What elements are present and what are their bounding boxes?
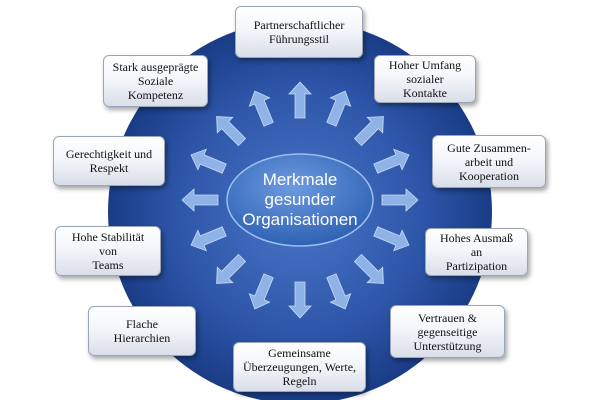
arrow-icon xyxy=(248,273,274,310)
arrow-icon xyxy=(373,148,410,174)
arrow-icon xyxy=(353,253,384,284)
arrow-icon xyxy=(326,90,352,127)
box-gerechtigkeit-respekt: Gerechtigkeit und Respekt xyxy=(53,136,165,186)
arrow-icon xyxy=(216,116,247,147)
arrow-icon xyxy=(326,273,352,310)
box-gemeinsame-ueberzeugungen: Gemeinsame Überzeugungen, Werte, Regeln xyxy=(233,342,366,392)
box-partnerschaftlicher-fuehrungsstil: Partnerschaftlicher Führungsstil xyxy=(235,6,363,58)
box-hohes-ausmass-partizipation: Hohes Ausmaß an Partizipation xyxy=(425,228,528,276)
box-hohe-stabilitaet-teams: Hohe Stabilität von Teams xyxy=(55,226,161,276)
arrow-icon xyxy=(353,116,384,147)
arrow-icon xyxy=(288,281,312,319)
arrow-icon xyxy=(190,148,227,174)
center-ellipse xyxy=(226,153,374,247)
arrow-icon xyxy=(190,226,227,252)
box-soziale-kompetenz: Stark ausgeprägte Soziale Kompetenz xyxy=(103,55,208,107)
arrow-icon xyxy=(216,253,247,284)
arrow-icon xyxy=(373,226,410,252)
box-hoher-umfang-sozialer-kontakte: Hoher Umfang sozialer Kontakte xyxy=(374,55,476,103)
arrow-icon xyxy=(288,81,312,119)
arrow-icon xyxy=(181,188,219,212)
arrow-icon xyxy=(248,90,274,127)
arrow-icon xyxy=(381,188,419,212)
box-vertrauen-unterstuetzung: Vertrauen & gegenseitige Unterstützung xyxy=(390,305,505,358)
box-gute-zusammenarbeit: Gute Zusammen- arbeit und Kooperation xyxy=(432,135,546,188)
arrows-group xyxy=(181,81,419,319)
box-flache-hierarchien: Flache Hierarchien xyxy=(88,306,196,356)
center-label: Merkmale gesunder Organisationen xyxy=(242,170,358,229)
